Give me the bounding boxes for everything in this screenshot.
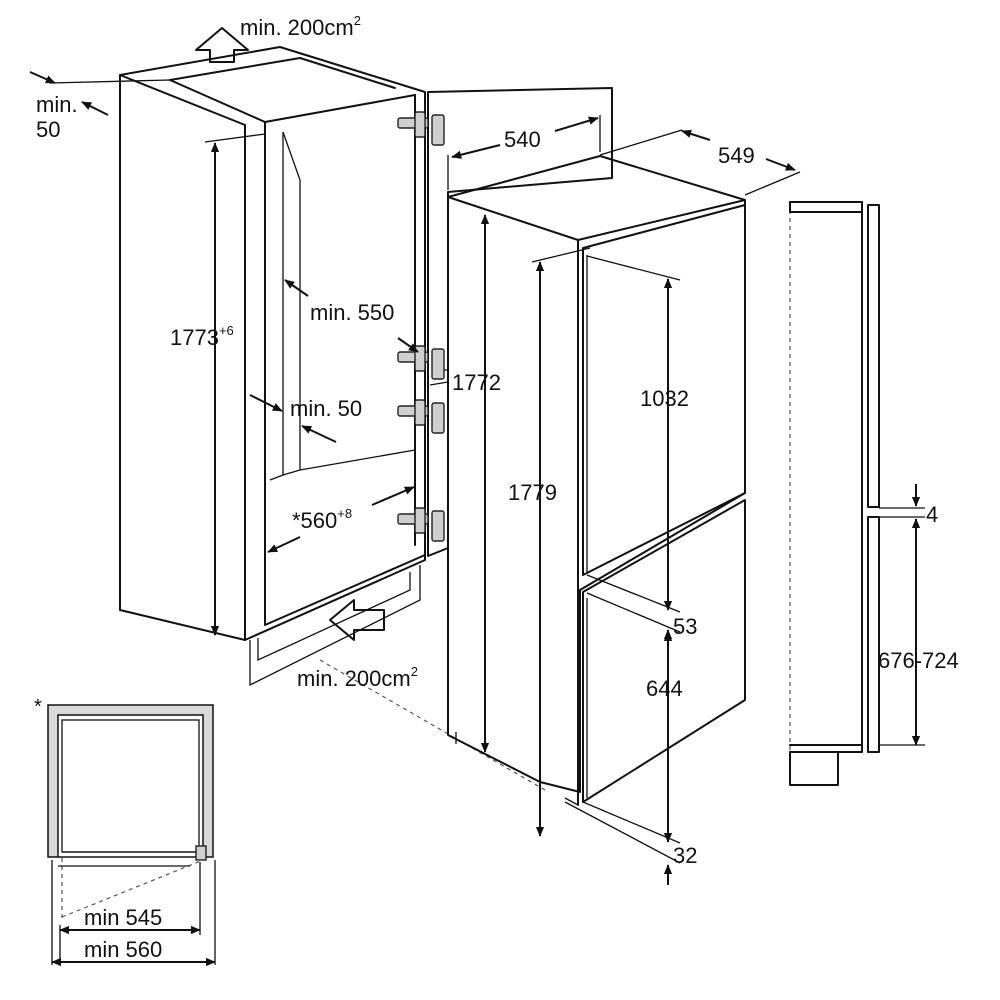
label-overall-height: 1779 (508, 480, 557, 505)
label-niche-width: *560+8 (292, 506, 352, 533)
dim-extension (599, 129, 683, 156)
label-inner-min-width: min 545 (84, 905, 162, 930)
label-vent-bottom: min. 200cm2 (297, 664, 418, 691)
dim-arrow-appliance-depth (681, 129, 711, 141)
label-footnote-marker: * (34, 696, 42, 718)
hinge (397, 507, 445, 542)
label-gap-top-2: 50 (36, 117, 60, 142)
dim-extension (586, 592, 681, 633)
dim-extension (744, 171, 801, 196)
label-lower-door: 644 (646, 676, 683, 701)
label-appliance-depth: 549 (718, 143, 755, 168)
cabinet-niche (119, 46, 426, 687)
dim-arrow-top-gap (81, 101, 109, 116)
label-panel-height: 676-724 (878, 648, 959, 673)
dim-extension (531, 247, 591, 263)
label-gap-top-1: min. (36, 92, 78, 117)
dim-arrow-top-gap (29, 71, 56, 84)
dim-extension (564, 801, 681, 864)
dim-arrow-appliance-width (554, 116, 599, 132)
label-appliance-height: 1772 (452, 370, 501, 395)
dim-arrow-niche-depth (397, 337, 419, 353)
fridge-body (447, 155, 746, 806)
dashed-guide (319, 659, 546, 791)
side-profile-cabinet (789, 201, 863, 786)
hinge (397, 399, 445, 434)
label-appliance-width: 540 (504, 127, 541, 152)
label-upper-door: 1032 (640, 386, 689, 411)
label-panel-gap: 4 (926, 502, 938, 527)
label-outer-min-width: min 560 (84, 937, 162, 962)
dim-arrow-side-gap (301, 425, 337, 443)
vent-top-arrow-icon (195, 27, 249, 63)
dim-arrow-niche-width (371, 486, 415, 506)
lower-door (582, 499, 746, 803)
dim-extension (586, 574, 681, 613)
label-door-gap: 53 (673, 614, 697, 639)
dim-arrow-appliance-depth (765, 158, 796, 171)
hinge (397, 345, 445, 380)
dim-arrow-niche-depth (284, 279, 309, 297)
dim-arrow-appliance-width (451, 144, 501, 159)
label-niche-depth: min. 550 (310, 300, 394, 325)
dim-arrow-side-gap (249, 394, 283, 412)
label-bottom-offset: 32 (673, 843, 697, 868)
dim-line-top-gap (49, 79, 171, 84)
label-niche-height: 1773+6 (170, 323, 234, 350)
dim-extension (204, 133, 266, 143)
dim-extension (586, 255, 681, 281)
dim-arrow-niche-width (267, 536, 301, 553)
side-profile-door-panel (867, 204, 880, 753)
dim-extension (582, 801, 681, 844)
vent-bottom-arrow-icon (329, 599, 385, 641)
hinge (397, 111, 445, 146)
upper-door (582, 204, 746, 576)
label-vent-top: min. 200cm2 (240, 13, 361, 40)
label-side-gap: min. 50 (290, 396, 362, 421)
